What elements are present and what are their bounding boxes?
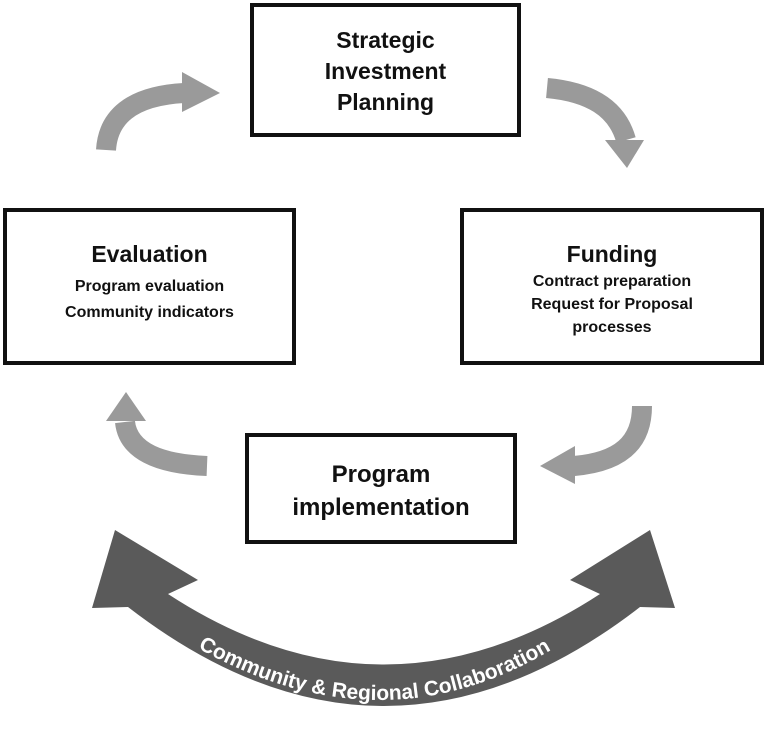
arrow-strategic-to-funding (545, 78, 636, 144)
funding-title: Funding (566, 241, 658, 267)
arrow-evaluation-to-strategic (96, 83, 185, 152)
program-implementation-box: Program implementation (245, 433, 517, 544)
arrow-program-to-evaluation-head (106, 392, 146, 421)
evaluation-item-program: Program evaluation (74, 278, 225, 295)
arrow-evaluation-to-strategic-head (182, 72, 220, 112)
evaluation-title: Evaluation (91, 241, 208, 267)
strategic-line-3: Planning (336, 89, 435, 115)
arrow-program-to-evaluation (115, 420, 208, 476)
strategic-line-1: Strategic (336, 27, 435, 53)
funding-box: Funding Contract preparation Request for… (460, 208, 764, 365)
strategic-investment-planning-box: Strategic Investment Planning (250, 3, 521, 137)
funding-item-rfp: Request for Proposal (531, 296, 693, 313)
arrow-funding-to-program-head (540, 446, 575, 484)
funding-item-contract: Contract preparation (532, 273, 692, 290)
collaboration-arrow (92, 530, 675, 706)
arrow-funding-to-program (572, 405, 652, 476)
evaluation-item-indicators: Community indicators (65, 304, 234, 321)
strategic-line-2: Investment (324, 58, 447, 84)
program-line-2: implementation (292, 494, 470, 521)
evaluation-box: Evaluation Program evaluation Community … (3, 208, 296, 365)
funding-item-processes: processes (572, 319, 652, 336)
arrow-strategic-to-funding-head (605, 140, 644, 168)
program-line-1: Program (331, 461, 431, 488)
